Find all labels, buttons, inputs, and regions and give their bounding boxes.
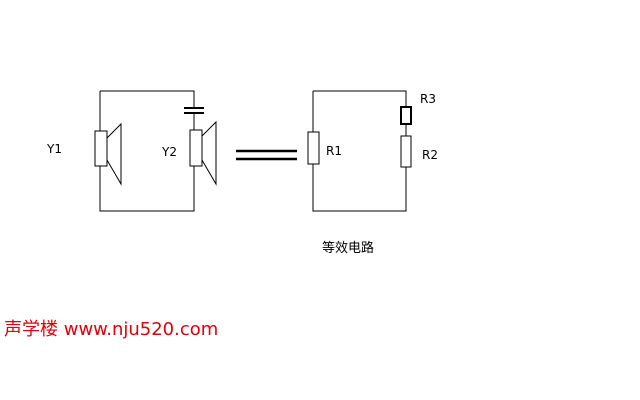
caption-equivalent-circuit: 等效电路 xyxy=(322,240,374,256)
resistor-r1-symbol xyxy=(307,124,320,178)
speaker-circuit xyxy=(94,90,217,212)
label-r3: R3 xyxy=(420,92,436,106)
equivalent-circuit xyxy=(307,90,412,212)
label-r2: R2 xyxy=(422,148,438,162)
speaker-y2-icon xyxy=(189,120,217,186)
resistor-r3-symbol xyxy=(400,106,412,125)
equivalence-sign xyxy=(236,149,297,161)
speaker-y1-icon xyxy=(94,122,122,186)
label-y2: Y2 xyxy=(161,145,177,159)
wire-right-bottom xyxy=(312,167,407,212)
wire-right-top xyxy=(313,90,407,107)
label-r1: R1 xyxy=(326,144,342,158)
resistor-r2-symbol xyxy=(400,135,412,168)
capacitor-symbol xyxy=(184,107,204,114)
wire-top-left xyxy=(100,90,195,108)
label-y1: Y1 xyxy=(46,142,62,156)
wire-left-vertical-bottom xyxy=(99,167,195,212)
watermark-text: 声学楼 www.nju520.com xyxy=(4,319,218,340)
